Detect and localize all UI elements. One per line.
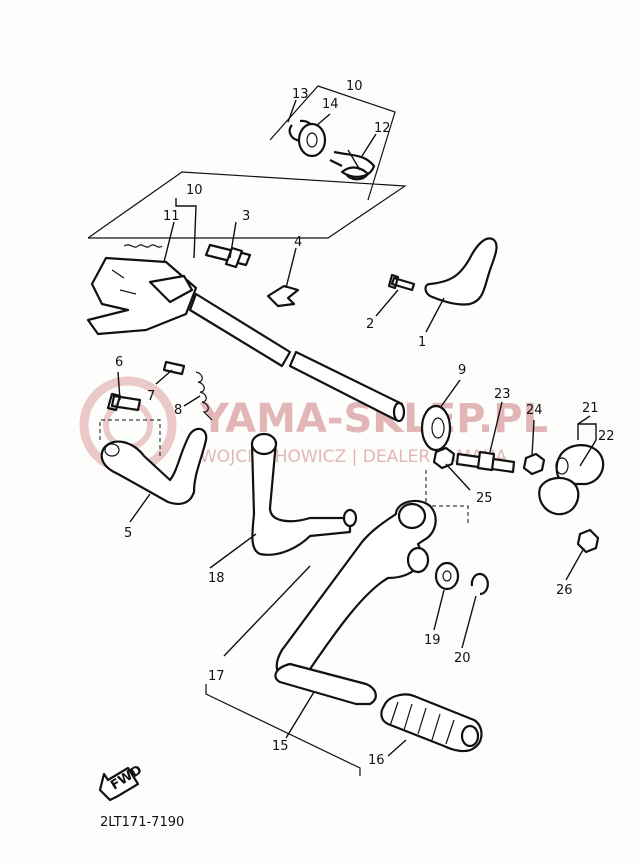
leader-lines [117, 99, 597, 757]
callout-13: 13 [292, 87, 309, 102]
part-11-spring [123, 244, 163, 248]
fwd-arrow-icon: FWD [98, 763, 145, 802]
part-20-clip [470, 572, 489, 596]
callout-20: 20 [454, 651, 471, 666]
callout-labels: 1 2 3 4 5 6 7 8 9 10 10 11 12 13 14 15 1… [115, 79, 615, 768]
callout-3: 3 [242, 209, 250, 224]
part-7-pin [162, 360, 186, 376]
callout-19: 19 [424, 633, 441, 648]
callout-2: 2 [366, 317, 374, 332]
part-19-washer [434, 561, 460, 591]
callout-4: 4 [294, 235, 302, 250]
callout-6: 6 [115, 355, 123, 370]
part-shift-shaft [188, 292, 406, 423]
part-16-rubber [380, 693, 483, 753]
callout-11: 11 [163, 209, 180, 224]
part-26-bolt [576, 528, 600, 554]
diagram-code: 2LT171-7190 [100, 815, 184, 830]
group-frame-15 [205, 684, 361, 776]
callout-25: 25 [476, 491, 493, 506]
callout-14: 14 [322, 97, 339, 112]
part-5-stopper-lever [100, 427, 208, 505]
part-8-spring [195, 371, 213, 421]
callout-23: 23 [494, 387, 511, 402]
callout-16: 16 [368, 753, 385, 768]
part-14-washer [297, 122, 327, 158]
part-4-clip [266, 284, 300, 308]
guide-25 [425, 470, 469, 524]
callout-10-top: 10 [346, 79, 363, 94]
callout-17: 17 [208, 669, 225, 684]
group-frame-10-top [269, 85, 396, 201]
callout-24: 24 [526, 403, 543, 418]
part-18-shift-arm [250, 432, 358, 556]
callout-10-mid: 10 [186, 183, 203, 198]
group-frame-10-upper [87, 171, 407, 239]
callout-5: 5 [124, 526, 132, 541]
callout-7: 7 [147, 389, 155, 404]
part-21-joint [538, 444, 605, 516]
part-25-nut [432, 446, 456, 470]
watermark-subtitle: WOJCIECHOWICZ | DEALER YAMAHA [200, 447, 507, 467]
guide-5-6 [99, 419, 161, 456]
callout-15: 15 [272, 739, 289, 754]
part-shift-shaft-arm [86, 256, 198, 336]
callout-21: 21 [582, 401, 599, 416]
callout-18: 18 [208, 571, 225, 586]
part-6-bolt [106, 392, 142, 412]
callout-1: 1 [418, 335, 426, 350]
part-9-oil-seal [420, 404, 452, 452]
part-24-nut [522, 452, 546, 476]
part-15-pedal-shaft [274, 662, 377, 706]
callout-22: 22 [598, 429, 615, 444]
callout-9: 9 [458, 363, 466, 378]
part-2-bolt [387, 273, 416, 292]
part-17-shift-pedal [275, 499, 437, 684]
callout-26: 26 [556, 583, 573, 598]
part-1-plate [424, 237, 498, 306]
part-23-bolt [455, 450, 516, 474]
part-12-spring [329, 149, 376, 181]
callout-12: 12 [374, 121, 391, 136]
callout-8: 8 [174, 403, 182, 418]
part-3-pin [204, 243, 252, 269]
